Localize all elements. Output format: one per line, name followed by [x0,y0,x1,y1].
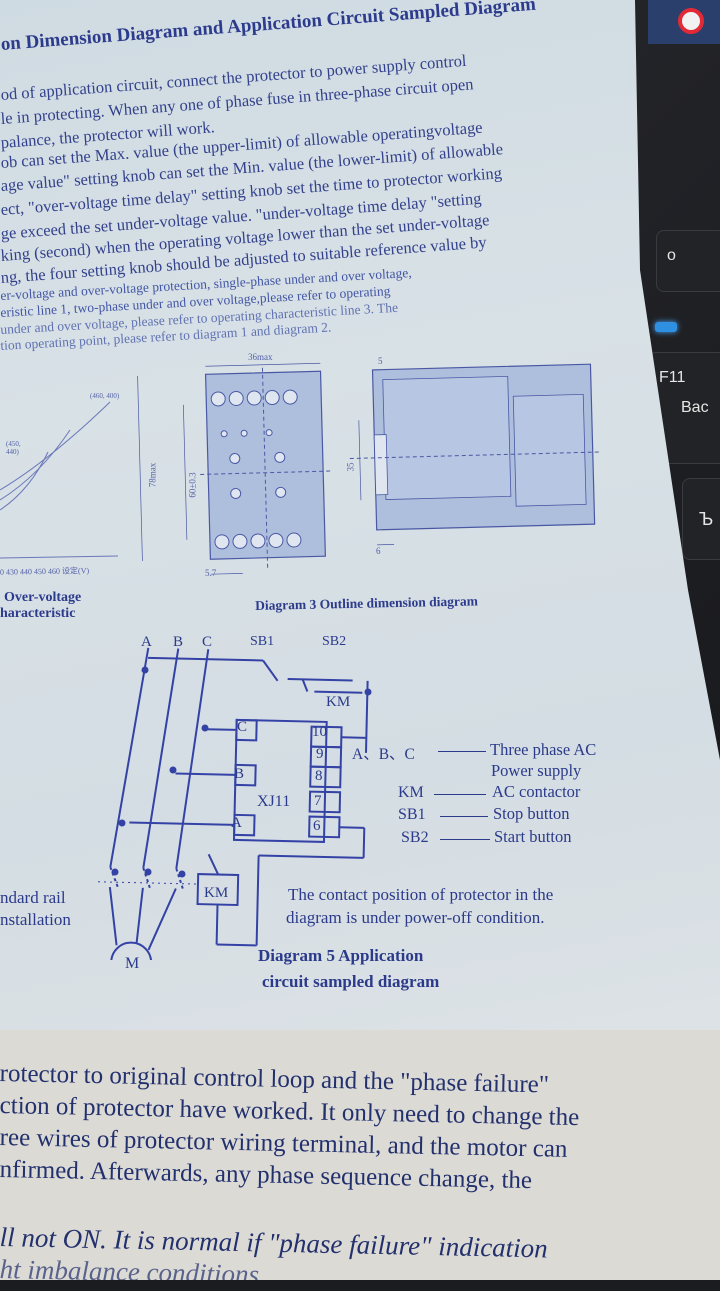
terminal-right: 10 [312,724,327,741]
section-title: on Dimension Diagram and Application Cir… [0,0,537,56]
side-dim-label: 5 [378,356,383,366]
terminal-left: A [231,815,242,832]
side-dim-label: 35 [346,463,356,472]
legend-value: Three phase AC [490,740,596,760]
outline-dimension-diagram [130,340,610,590]
app-icon [678,8,704,34]
terminal-left: B [234,766,244,783]
keyboard-key-o: o [656,230,720,292]
width-label: 36max [248,352,273,362]
legend-dash [440,839,490,840]
axis-unit: 设定(V) [62,566,89,575]
phase-label-b: B [173,634,183,651]
keyboard-key-b: Ъ [682,478,720,560]
height-label: 78max [147,463,157,488]
phase-label-a: A [141,634,152,651]
terminal-right: 8 [315,768,323,785]
legend-dash [440,816,488,817]
legend-key: KM [398,784,424,802]
km-top-label: KM [326,694,350,711]
terminal-right: 7 [314,793,322,810]
characteristic-diagram [0,380,120,580]
rail-label: ndard rail [0,888,66,908]
curve-label: (460, 400) [90,392,119,400]
legend-value: Stop button [493,804,570,824]
sb2-label: SB2 [322,634,346,650]
terminal-right: 6 [313,818,321,835]
sb1-label: SB1 [250,634,274,650]
key-back-label: Bac [681,399,709,417]
monitor-corner [648,0,720,44]
legend-value: Power supply [491,761,581,781]
motor-label: M [125,955,139,973]
contact-note: diagram is under power-off condition. [286,908,545,928]
curve-label: (450, [6,440,21,448]
key-o-label: o [667,247,676,265]
contact-note: The contact position of protector in the [288,885,553,905]
side-dim-label: 6 [376,546,381,556]
rail-label: nstallation [0,910,71,930]
device-label: XJ11 [257,793,290,811]
outline-caption: Diagram 3 Outline dimension diagram [255,593,478,614]
legend-key: SB2 [401,829,429,847]
axis-ticks-text: 0 430 440 450 460 [0,567,60,577]
curve-label: 440) [6,448,19,456]
axis-ticks: 0 430 440 450 460 设定(V) [0,565,89,578]
km-box-label: KM [204,885,228,902]
legend-value: Start button [494,827,571,847]
char-caption: haracteristic [0,606,75,622]
legend-dash [438,751,486,752]
bottom-text-line: ht imbalance conditions. [0,1254,266,1291]
phase-label-c: C [202,634,212,651]
legend-dash [434,794,486,795]
legend-key: A、B、C [352,742,415,764]
key-f11-label: F11 [659,369,685,387]
key-b-label: Ъ [699,509,713,530]
inner-height-label: 60±0.3 [188,472,198,497]
char-caption: Over-voltage [4,590,81,606]
bottom-dim-label: 5.7 [205,568,216,578]
legend-key: SB1 [398,806,426,824]
circuit-caption: Diagram 5 Application [258,946,423,966]
legend-value: AC contactor [492,782,580,802]
circuit-caption: circuit sampled diagram [262,972,439,992]
keyboard-led-icon [655,322,677,332]
terminal-right: 9 [316,746,324,763]
terminal-left: C [237,719,247,736]
